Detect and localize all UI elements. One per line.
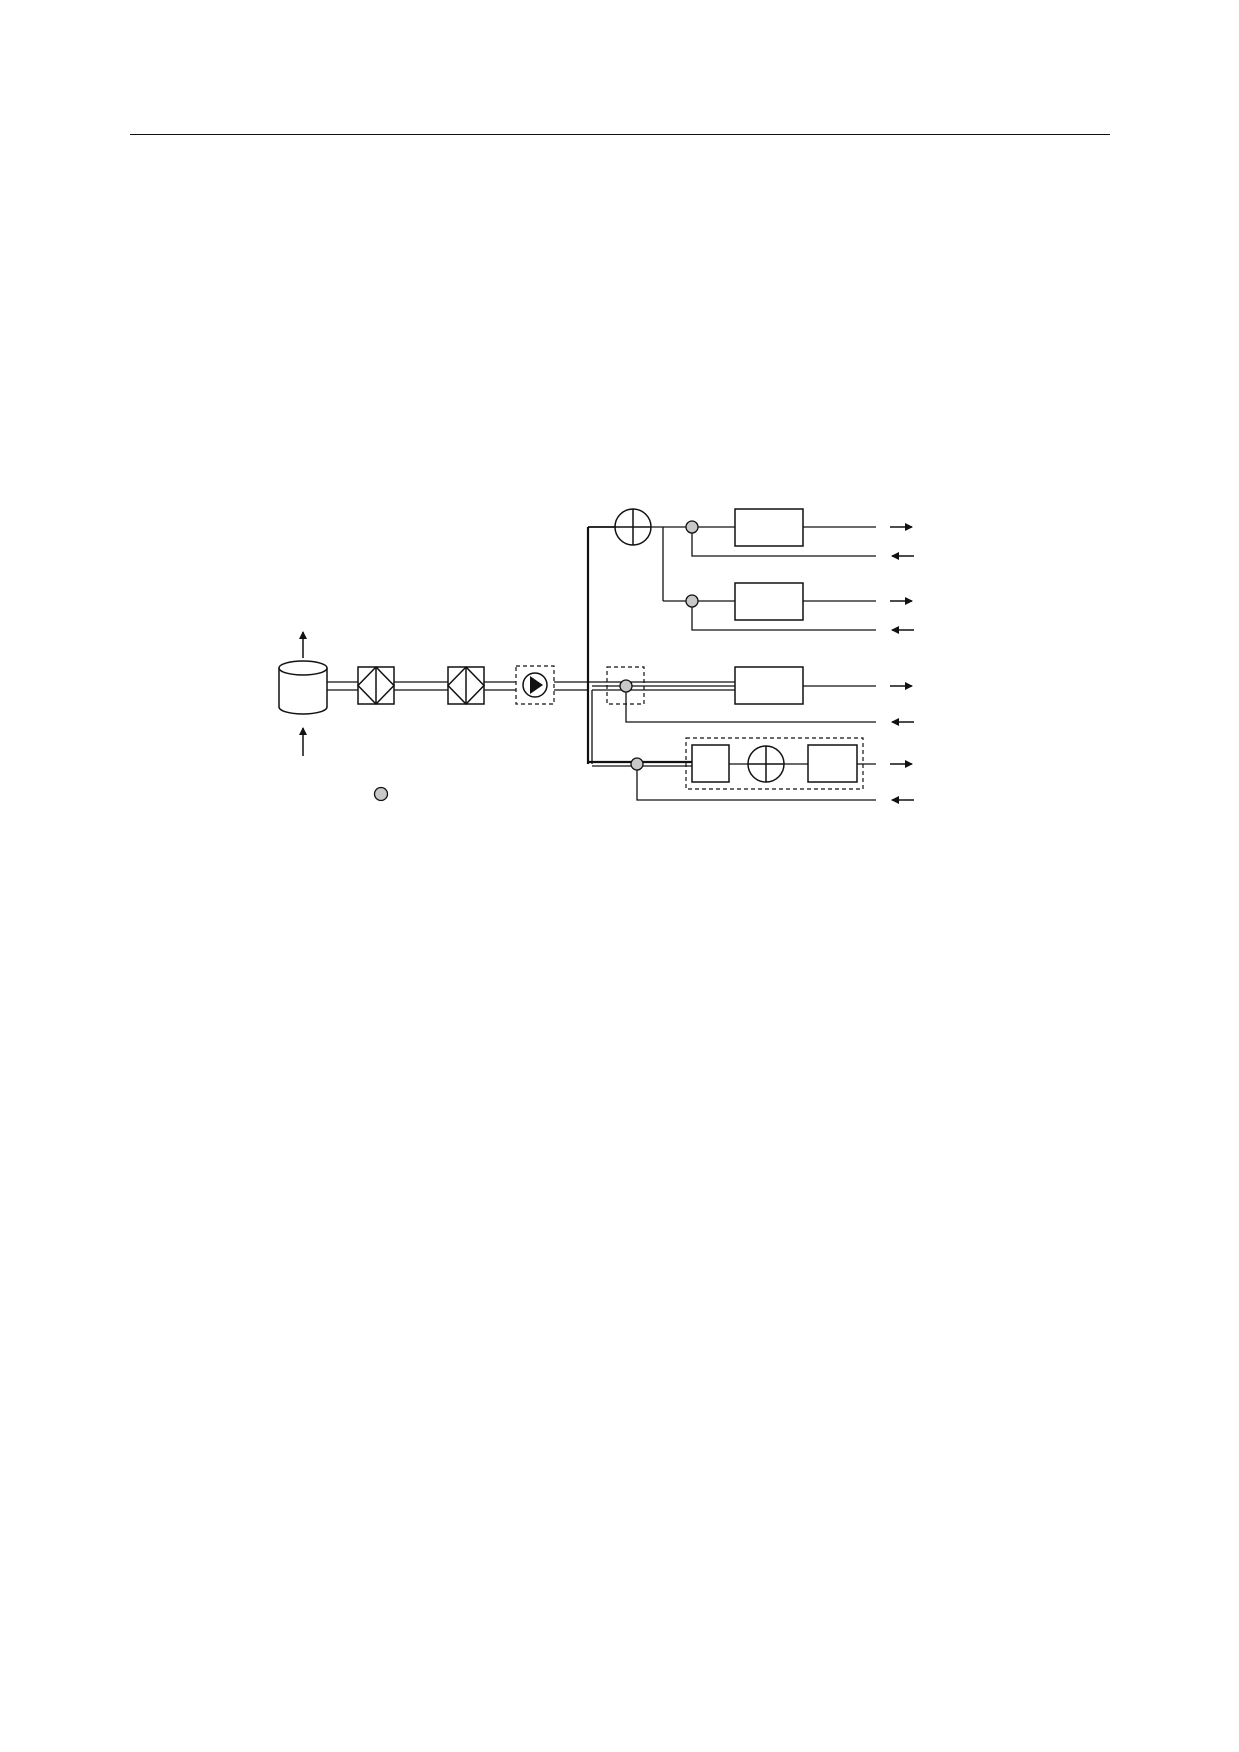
heat-exchanger-2: [446, 665, 486, 706]
flow-arrows: [890, 523, 914, 804]
consumer-box-1: [734, 508, 804, 547]
valve-node-2: [685, 594, 699, 608]
branch-3-lines: [588, 681, 876, 723]
valve-node-3: [619, 679, 633, 693]
consumer-box-2: [734, 582, 804, 621]
consumer-box-5: [807, 744, 858, 783]
mixer-2: [747, 745, 785, 783]
consumer-box-4: [691, 744, 730, 783]
pump-icon: [522, 672, 548, 698]
main-pipe: [327, 681, 588, 691]
valve-node-1: [685, 520, 699, 534]
header-rule: [130, 134, 1110, 135]
legend-valve-node: [373, 786, 389, 802]
heat-exchanger-1: [356, 665, 396, 706]
valve-node-4: [630, 757, 644, 771]
subsystem-enclosure: [685, 737, 864, 790]
header-pipe: [586, 526, 615, 764]
consumer-box-3: [734, 666, 804, 705]
storage-tank: [278, 660, 328, 715]
mixer-1: [614, 508, 652, 546]
